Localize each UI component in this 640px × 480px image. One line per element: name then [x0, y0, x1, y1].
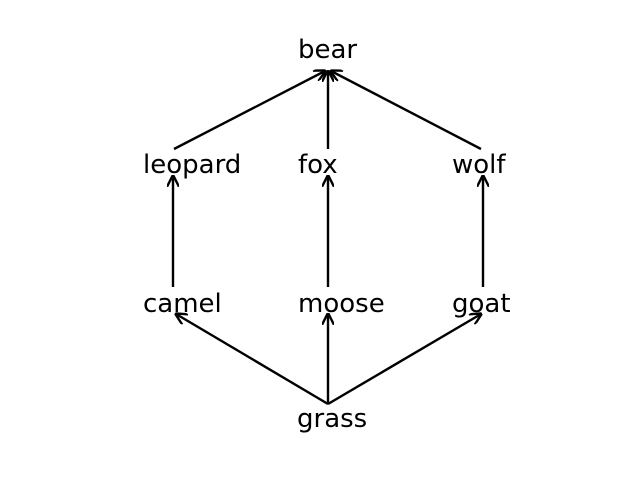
edge-wolf-to-bear — [331, 71, 482, 151]
node-leopard: leopard — [143, 150, 241, 180]
node-bear: bear — [298, 35, 357, 65]
edge-leopard-to-bear — [173, 71, 325, 151]
node-moose: moose — [298, 289, 385, 319]
edges-group — [173, 71, 483, 406]
node-wolf: wolf — [452, 150, 506, 180]
edge-grass-to-goat — [327, 314, 481, 406]
edge-grass-to-camel — [176, 314, 329, 406]
node-camel: camel — [143, 289, 222, 319]
node-fox: fox — [298, 150, 338, 180]
node-grass: grass — [297, 404, 367, 434]
nodes-group: bear leopard fox wolf camel moose goat g… — [143, 35, 511, 434]
node-goat: goat — [452, 289, 511, 319]
